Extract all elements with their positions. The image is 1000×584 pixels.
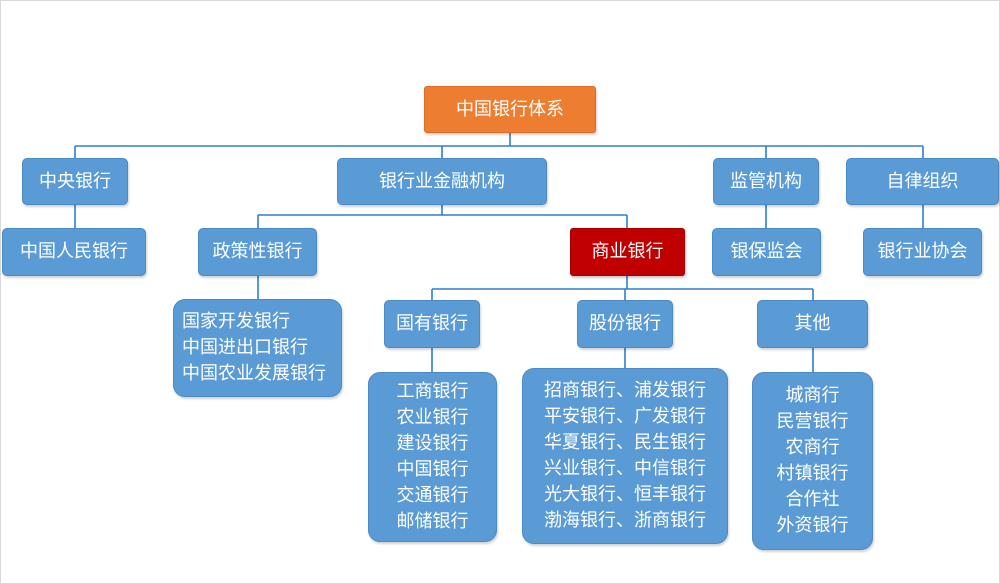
node-self-regulation: 自律组织 <box>846 158 999 205</box>
list-item: 外资银行 <box>776 515 849 536</box>
policy-bank-list: 国家开发银行 中国进出口银行 中国农业发展银行 <box>173 299 342 397</box>
others-list: 城商行 民营银行 农商行 村镇银行 合作社 外资银行 <box>752 372 873 550</box>
node-others: 其他 <box>757 300 868 348</box>
node-financial-institutions: 银行业金融机构 <box>337 158 547 205</box>
list-item: 村镇银行 <box>776 463 849 484</box>
list-item: 招商银行、浦发银行 <box>544 380 706 401</box>
list-item: 交通银行 <box>396 485 469 506</box>
node-policy-banks: 政策性银行 <box>198 228 317 276</box>
node-central-bank: 中央银行 <box>22 158 128 205</box>
connector-root-bus <box>74 133 924 158</box>
node-banking-association: 银行业协会 <box>863 228 982 276</box>
root-node: 中国银行体系 <box>424 86 596 133</box>
node-state-owned: 国有银行 <box>384 300 480 348</box>
list-item: 兴业银行、中信银行 <box>544 458 706 479</box>
state-owned-list: 工商银行 农业银行 建设银行 中国银行 交通银行 邮储银行 <box>368 372 497 542</box>
connector-fi-bus <box>257 205 628 228</box>
list-item: 平安银行、广发银行 <box>544 406 706 427</box>
node-joint-stock: 股份银行 <box>577 300 673 348</box>
list-item: 建设银行 <box>396 433 469 454</box>
list-item: 光大银行、恒丰银行 <box>544 484 706 505</box>
list-item: 民营银行 <box>776 411 849 432</box>
node-cbrc: 银保监会 <box>712 228 821 276</box>
connector-commercial-bus <box>431 276 814 300</box>
node-commercial-banks: 商业银行 <box>570 228 685 276</box>
list-item: 中国银行 <box>396 459 469 480</box>
list-item: 农商行 <box>785 437 840 458</box>
list-item: 邮储银行 <box>396 511 469 532</box>
list-item: 城商行 <box>785 385 840 406</box>
list-item: 国家开发银行 <box>182 311 290 332</box>
joint-stock-list: 招商银行、浦发银行 平安银行、广发银行 华夏银行、民生银行 兴业银行、中信银行 … <box>522 368 728 544</box>
list-item: 合作社 <box>785 489 840 510</box>
node-pboc: 中国人民银行 <box>2 228 146 276</box>
list-item: 工商银行 <box>396 381 469 402</box>
list-item: 农业银行 <box>396 407 469 428</box>
list-item: 华夏银行、民生银行 <box>544 432 706 453</box>
list-item: 中国农业发展银行 <box>182 363 326 384</box>
node-regulator: 监管机构 <box>713 158 819 205</box>
list-item: 渤海银行、浙商银行 <box>544 510 706 531</box>
list-item: 中国进出口银行 <box>182 337 308 358</box>
